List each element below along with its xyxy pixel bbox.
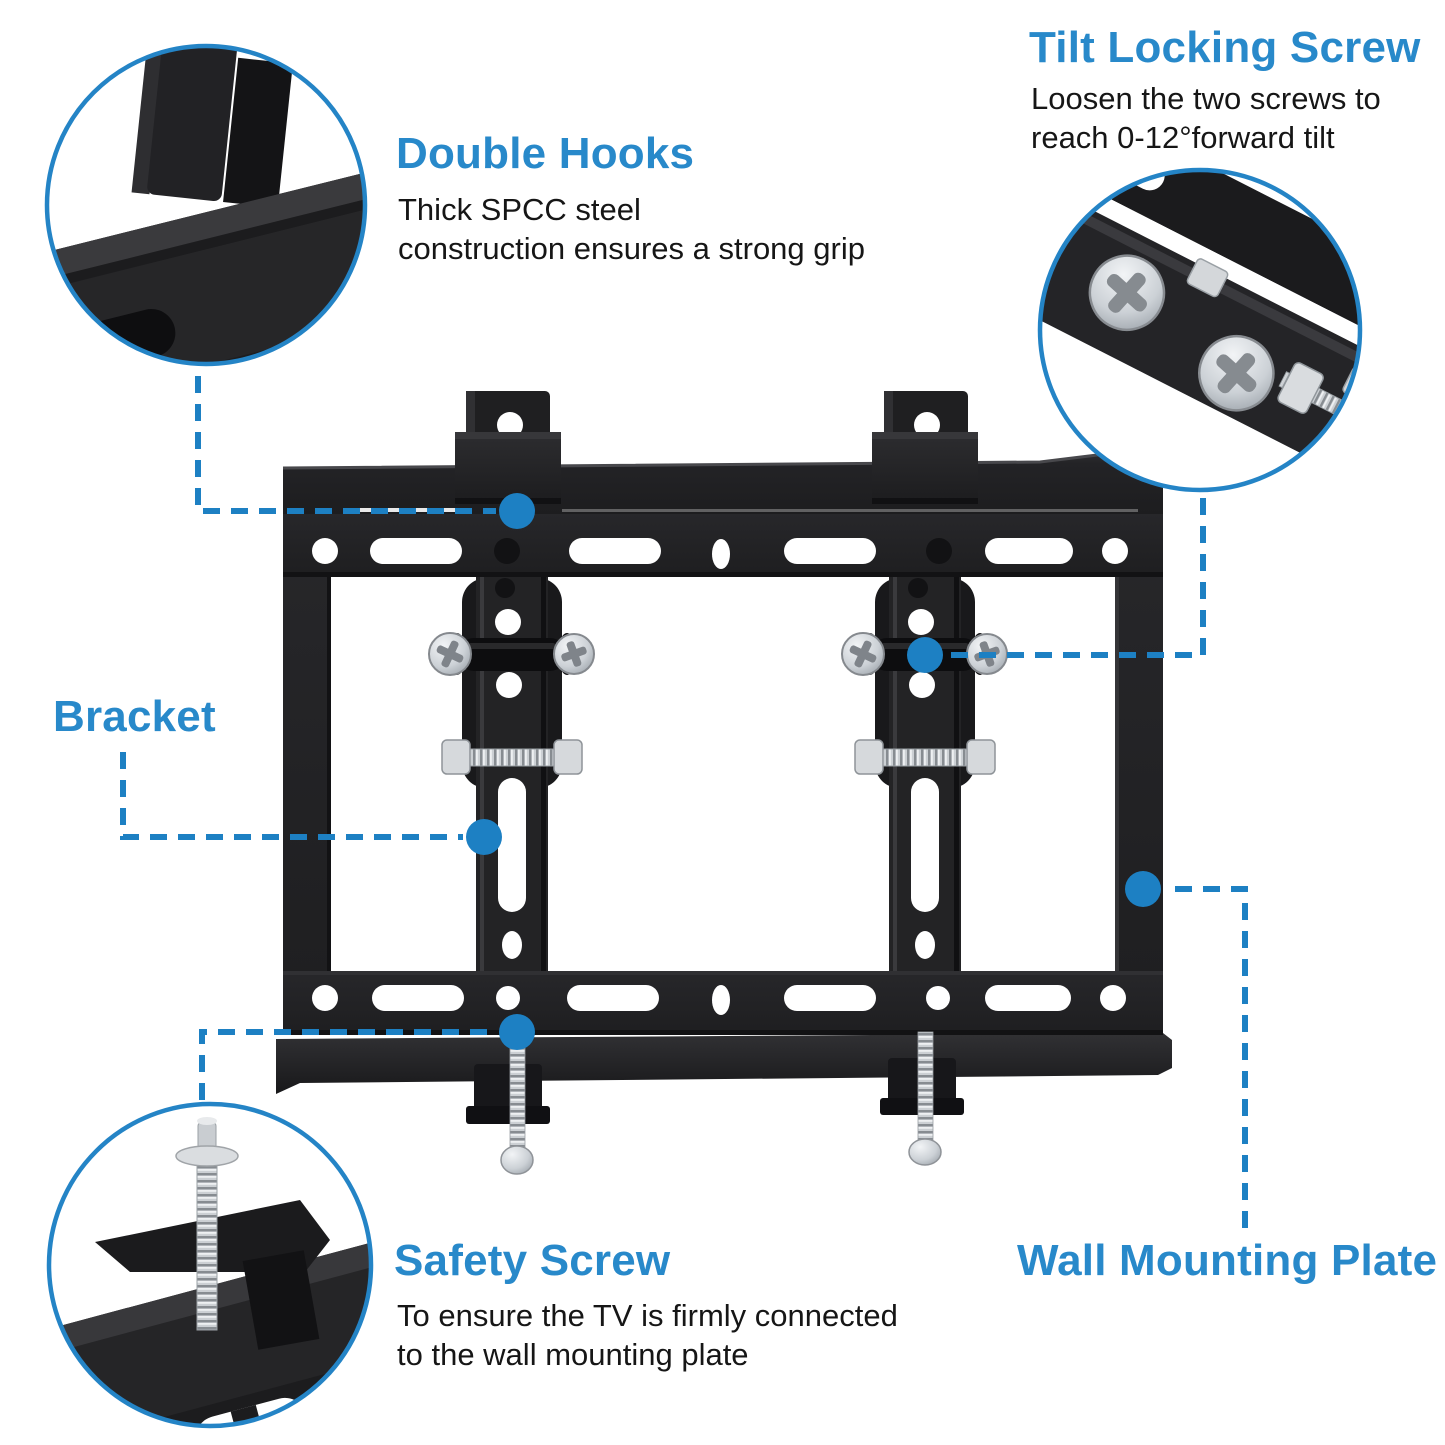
right-tension-screw bbox=[854, 739, 996, 775]
safety-screw-desc-line2: to the wall mounting plate bbox=[397, 1337, 749, 1372]
tv-wall-mount-product bbox=[276, 391, 1172, 1175]
left-tension-screw bbox=[441, 739, 583, 775]
right-safety-clamp bbox=[880, 1031, 964, 1166]
double-hooks-desc-line1: Thick SPCC steel bbox=[398, 192, 641, 227]
tilt-screw-connector bbox=[946, 498, 1206, 658]
inset-safety-screw-thread bbox=[196, 1149, 218, 1331]
double-hooks-anchor-dot bbox=[499, 493, 535, 529]
double-hooks-desc: Thick SPCC steel construction ensures a … bbox=[398, 190, 865, 268]
callout-anchor-dots bbox=[466, 493, 1161, 1050]
right-safety-screw bbox=[917, 1031, 934, 1145]
tilt-screw-anchor-dot bbox=[907, 637, 943, 673]
left-tilt-pivot bbox=[428, 632, 595, 676]
bracket-anchor-dot bbox=[466, 819, 502, 855]
top-rail-holes bbox=[312, 538, 1128, 569]
bottom-rail-holes bbox=[312, 985, 1126, 1015]
safety-screw-desc-line1: To ensure the TV is firmly connected bbox=[397, 1298, 898, 1333]
safety-screw-connector bbox=[199, 1029, 496, 1100]
tilt-screw-desc-line1: Loosen the two screws to bbox=[1031, 81, 1381, 116]
wall-plate-bottom-lip bbox=[276, 1033, 1172, 1094]
bracket-title: Bracket bbox=[53, 692, 216, 741]
safety-screw-inset bbox=[46, 1101, 374, 1429]
safety-screw-anchor-dot bbox=[499, 1014, 535, 1050]
bracket-connector bbox=[120, 752, 463, 840]
wall-plate-anchor-dot bbox=[1125, 871, 1161, 907]
right-double-hook bbox=[872, 391, 978, 504]
tilt-screw-inset bbox=[1037, 167, 1363, 493]
left-double-hook bbox=[455, 391, 561, 504]
safety-screw-desc: To ensure the TV is firmly connected to … bbox=[397, 1296, 898, 1374]
wall-plate-top-flange bbox=[283, 447, 1163, 514]
left-tv-bracket-arm bbox=[462, 505, 562, 980]
tilt-locking-screw-desc: Loosen the two screws to reach 0-12°forw… bbox=[1031, 79, 1381, 157]
double-hooks-connector bbox=[195, 376, 496, 514]
wall-mounting-plate-title: Wall Mounting Plate bbox=[1017, 1236, 1438, 1285]
callout-connectors bbox=[120, 376, 1248, 1228]
wall-plate-connector bbox=[1164, 886, 1248, 1228]
double-hooks-desc-line2: construction ensures a strong grip bbox=[398, 231, 865, 266]
double-hooks-title: Double Hooks bbox=[396, 129, 695, 178]
tilt-locking-screw-title: Tilt Locking Screw bbox=[1029, 23, 1421, 72]
left-safety-clamp bbox=[466, 1029, 550, 1175]
safety-screw-title: Safety Screw bbox=[394, 1236, 671, 1285]
wall-mounting-plate bbox=[282, 445, 1164, 1035]
right-tv-bracket-arm bbox=[875, 505, 975, 980]
tilt-screw-desc-line2: reach 0-12°forward tilt bbox=[1031, 120, 1335, 155]
